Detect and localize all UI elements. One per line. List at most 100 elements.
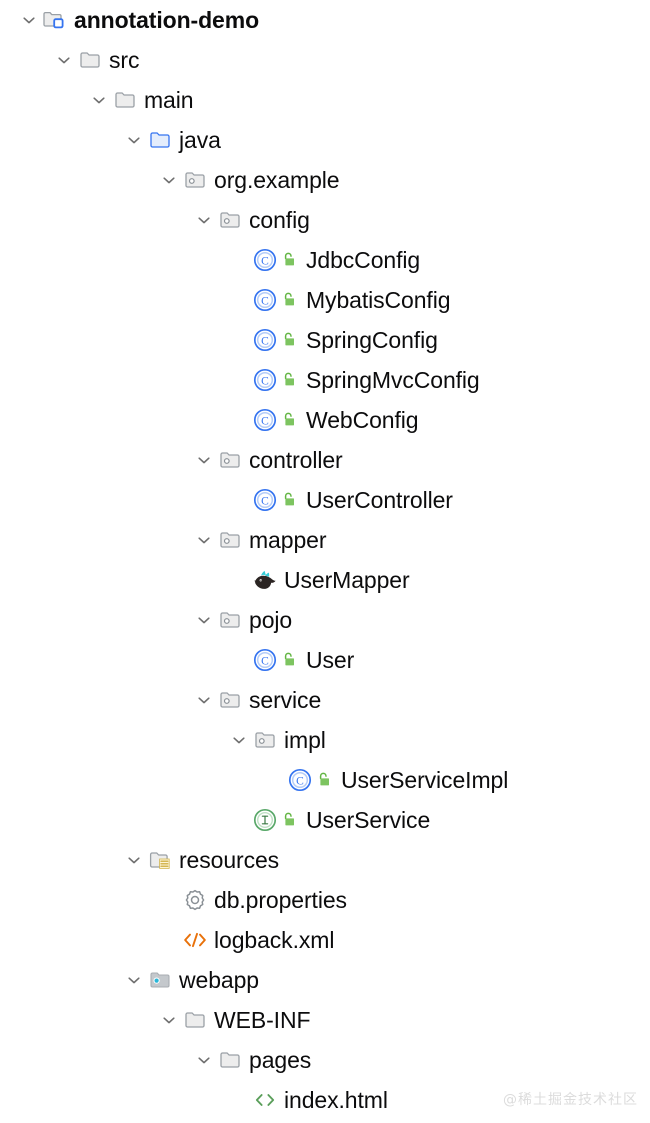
tree-row-label: pojo <box>249 606 293 633</box>
tree-row[interactable]: service <box>0 680 650 720</box>
package-icon <box>217 527 243 553</box>
tree-row[interactable]: WEB-INF <box>0 1000 650 1040</box>
chevron-placeholder-icon <box>226 280 252 320</box>
chevron-placeholder-icon <box>226 800 252 840</box>
chevron-down-icon[interactable] <box>86 80 112 120</box>
webapp-folder-icon <box>147 967 173 993</box>
tree-row[interactable]: src <box>0 40 650 80</box>
svg-text:C: C <box>261 415 269 427</box>
tree-row[interactable]: C UserServiceImpl <box>0 760 650 800</box>
tree-row[interactable]: org.example <box>0 160 650 200</box>
chevron-placeholder-icon <box>226 360 252 400</box>
tree-row[interactable]: main <box>0 80 650 120</box>
source-folder-icon <box>147 127 173 153</box>
folder-icon <box>112 87 138 113</box>
chevron-down-icon[interactable] <box>156 160 182 200</box>
tree-row-label: service <box>249 686 322 713</box>
chevron-down-icon[interactable] <box>121 840 147 880</box>
chevron-down-icon[interactable] <box>191 680 217 720</box>
tree-row-label: UserService <box>306 806 431 833</box>
resources-folder-icon <box>147 847 173 873</box>
watermark: @稀土掘金技术社区 <box>503 1092 638 1108</box>
tree-row[interactable]: java <box>0 120 650 160</box>
tree-row[interactable]: UserMapper <box>0 560 650 600</box>
tree-row[interactable]: index.html <box>0 1080 650 1120</box>
java-class-icon: C <box>252 647 278 673</box>
tree-row[interactable]: controller <box>0 440 650 480</box>
tree-row[interactable]: db.properties <box>0 880 650 920</box>
tree-row[interactable]: pojo <box>0 600 650 640</box>
chevron-down-icon[interactable] <box>226 720 252 760</box>
tree-row[interactable]: resources <box>0 840 650 880</box>
chevron-placeholder-icon <box>226 400 252 440</box>
tree-row[interactable]: UserService <box>0 800 650 840</box>
tree-row[interactable]: logback.xml <box>0 920 650 960</box>
tree-row[interactable]: pages <box>0 1040 650 1080</box>
chevron-placeholder-icon <box>156 920 182 960</box>
tree-row-label: index.html <box>284 1086 388 1113</box>
tree-row-label: config <box>249 206 310 233</box>
java-class-icon: C <box>252 367 278 393</box>
svg-text:C: C <box>261 255 269 267</box>
chevron-down-icon[interactable] <box>191 600 217 640</box>
module-folder-icon <box>42 7 68 33</box>
chevron-placeholder-icon <box>226 640 252 680</box>
tree-row-label: java <box>179 126 221 153</box>
svg-text:C: C <box>261 335 269 347</box>
tree-row-label: UserServiceImpl <box>341 766 509 793</box>
tree-row-label: JdbcConfig <box>306 246 421 273</box>
tree-row[interactable]: C SpringConfig <box>0 320 650 360</box>
public-unlocked-icon <box>280 369 298 391</box>
tree-row[interactable]: C JdbcConfig <box>0 240 650 280</box>
tree-row-label: org.example <box>214 166 340 193</box>
public-unlocked-icon <box>280 649 298 671</box>
chevron-placeholder-icon <box>226 560 252 600</box>
java-class-icon: C <box>252 487 278 513</box>
tree-row-label: UserMapper <box>284 566 410 593</box>
chevron-placeholder-icon <box>261 760 287 800</box>
tree-row[interactable]: config <box>0 200 650 240</box>
tree-row[interactable]: C User <box>0 640 650 680</box>
folder-icon <box>217 1047 243 1073</box>
package-icon <box>182 167 208 193</box>
chevron-down-icon[interactable] <box>191 1040 217 1080</box>
svg-text:C: C <box>261 495 269 507</box>
java-class-icon: C <box>252 327 278 353</box>
tree-row-label: logback.xml <box>214 926 335 953</box>
package-icon <box>252 727 278 753</box>
tree-row[interactable]: mapper <box>0 520 650 560</box>
tree-row-label: main <box>144 86 194 113</box>
tree-row-label: SpringConfig <box>306 326 438 353</box>
properties-gear-icon <box>182 887 208 913</box>
tree-row[interactable]: annotation-demo <box>0 0 650 40</box>
svg-text:C: C <box>296 775 304 787</box>
chevron-down-icon[interactable] <box>191 440 217 480</box>
tree-row[interactable]: webapp <box>0 960 650 1000</box>
tree-row[interactable]: impl <box>0 720 650 760</box>
chevron-down-icon[interactable] <box>191 520 217 560</box>
package-icon <box>217 607 243 633</box>
chevron-down-icon[interactable] <box>121 960 147 1000</box>
chevron-down-icon[interactable] <box>16 0 42 40</box>
chevron-placeholder-icon <box>226 240 252 280</box>
java-class-icon: C <box>252 407 278 433</box>
chevron-down-icon[interactable] <box>121 120 147 160</box>
svg-text:C: C <box>261 375 269 387</box>
chevron-down-icon[interactable] <box>51 40 77 80</box>
tree-row-label: resources <box>179 846 280 873</box>
java-interface-icon <box>252 807 278 833</box>
chevron-down-icon[interactable] <box>191 200 217 240</box>
xml-file-icon <box>182 927 208 953</box>
chevron-placeholder-icon <box>156 880 182 920</box>
chevron-down-icon[interactable] <box>156 1000 182 1040</box>
tree-row-label: src <box>109 46 140 73</box>
tree-row-label: User <box>306 646 355 673</box>
public-unlocked-icon <box>280 329 298 351</box>
public-unlocked-icon <box>280 409 298 431</box>
tree-row-label: mapper <box>249 526 327 553</box>
